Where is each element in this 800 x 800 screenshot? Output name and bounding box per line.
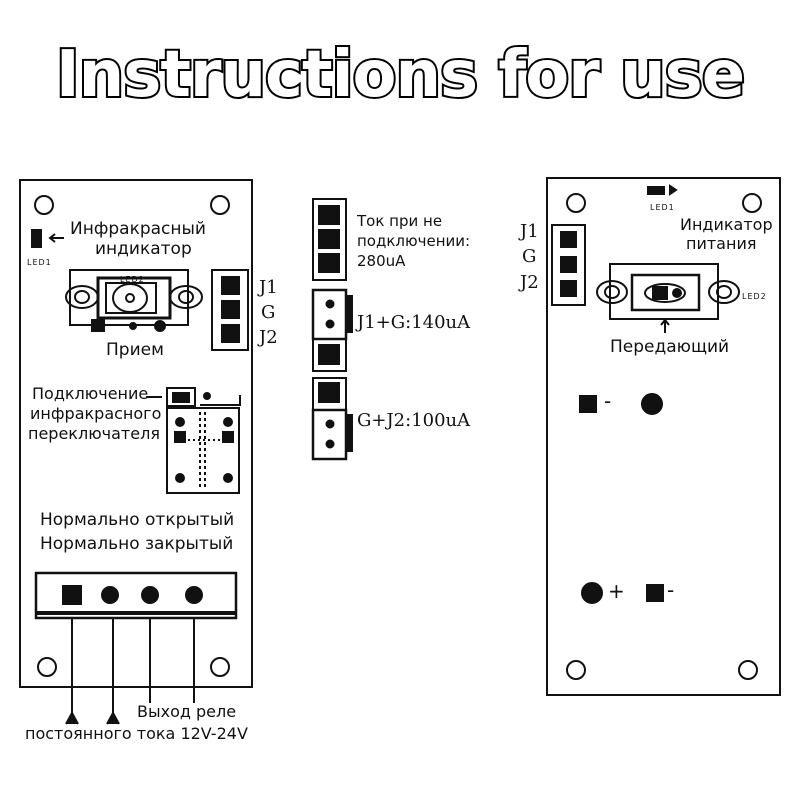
- relay-output-label: Выход реле: [137, 702, 237, 721]
- unconnected-current-2: подключении:: [357, 232, 471, 250]
- ir-indicator-label-2: индикатор: [95, 239, 192, 259]
- ir-switch-label-2: инфракрасного: [30, 404, 162, 423]
- right-board-outline: [546, 177, 781, 696]
- led2-label: LED2: [120, 275, 145, 284]
- power-indicator-1: Индикатор: [680, 215, 773, 234]
- left-pin-j2: J2: [259, 327, 278, 348]
- normally-open-label: Нормально открытый: [40, 510, 235, 530]
- mount-hole: [37, 657, 57, 677]
- ir-switch-label-3: переключателя: [28, 424, 160, 443]
- left-pin-j1: J1: [259, 277, 278, 298]
- left-pin-g: G: [261, 302, 276, 323]
- right-pin-j1: J1: [520, 221, 539, 242]
- ir-indicator-label-1: Инфракрасный: [70, 219, 206, 239]
- unconnected-current-3: 280uA: [357, 252, 406, 270]
- power-indicator-2: питания: [686, 234, 757, 253]
- plus-sign: +: [608, 579, 625, 603]
- left-board-outline: [19, 179, 253, 688]
- normally-closed-label: Нормально закрытый: [40, 534, 234, 554]
- ir-switch-label-1: Подключение: [32, 384, 149, 403]
- mount-hole: [210, 195, 230, 215]
- gj2-current-label: G+J2:100uA: [357, 410, 471, 431]
- j1g-current-label: J1+G:140uA: [357, 312, 471, 333]
- mount-hole: [210, 657, 230, 677]
- led1-label: LED1: [27, 258, 52, 267]
- page-title: Instructions for use: [54, 36, 747, 114]
- receive-label: Прием: [106, 340, 164, 360]
- minus-sign-top: -: [604, 389, 612, 413]
- right-pin-g: G: [522, 246, 537, 267]
- right-led2-label: LED2: [742, 292, 767, 301]
- dc-current-label: постоянного тока 12V-24V: [25, 724, 248, 743]
- mount-hole: [34, 195, 54, 215]
- right-pin-j2: J2: [520, 272, 539, 293]
- minus-sign-bottom: -: [667, 578, 675, 602]
- unconnected-current-1: Ток при не: [357, 212, 443, 230]
- transmitter-label: Передающий: [610, 337, 730, 357]
- right-led1-label: LED1: [650, 203, 675, 212]
